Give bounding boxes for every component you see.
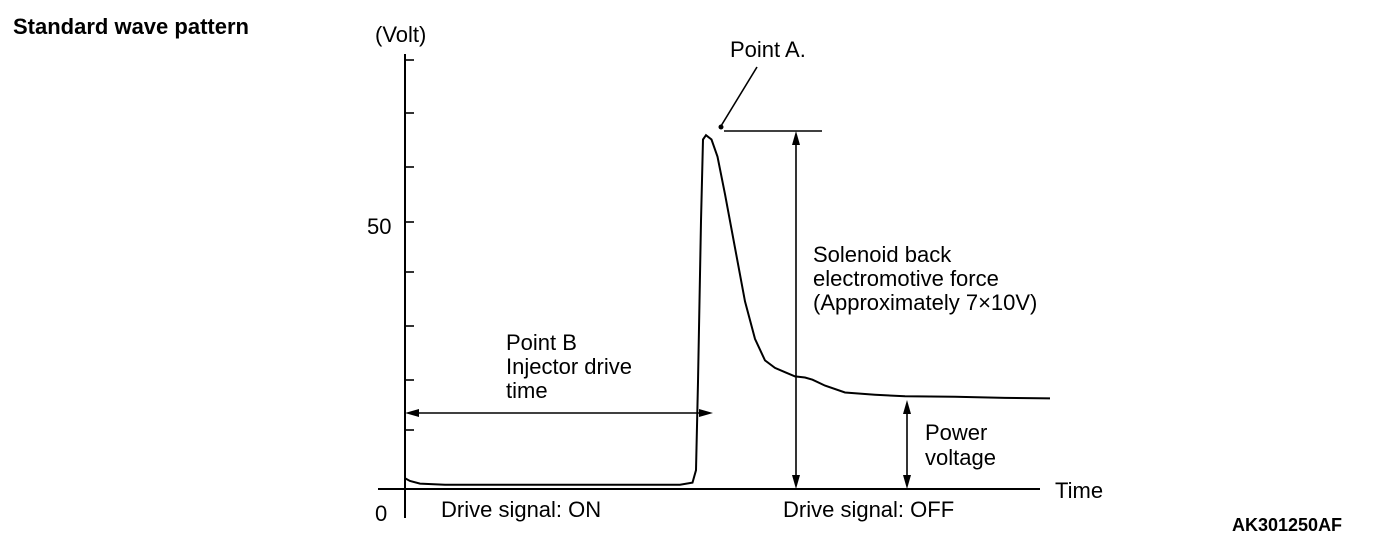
point-a-leader (720, 66, 758, 127)
arrow-up-head (792, 131, 800, 145)
arrow-down-head (792, 475, 800, 489)
y-tick-label-0: 0 (375, 501, 387, 526)
drive-signal-on-label: Drive signal: ON (441, 497, 601, 522)
back-emf-label-2: electromotive force (813, 266, 999, 291)
arrow-up-head (903, 400, 911, 414)
page-title: Standard wave pattern (13, 14, 249, 39)
point-b-label-1: Point B (506, 330, 577, 355)
drive-signal-off-label: Drive signal: OFF (783, 497, 954, 522)
figure-code: AK301250AF (1232, 515, 1342, 535)
back-emf-label-1: Solenoid back (813, 242, 952, 267)
y-minor-ticks (405, 59, 414, 431)
power-voltage-label-1: Power (925, 420, 987, 445)
arrow-right-head (699, 409, 713, 417)
power-voltage-label-2: voltage (925, 445, 996, 470)
arrow-left-head (405, 409, 419, 417)
y-axis-label: (Volt) (375, 22, 426, 47)
point-b-label-3: time (506, 378, 548, 403)
arrow-down-head (903, 475, 911, 489)
point-a-marker (718, 124, 724, 130)
back-emf-label-3: (Approximately 7×10V) (813, 290, 1037, 315)
point-a-label: Point A. (730, 37, 806, 62)
waveform-line (404, 133, 1051, 486)
x-axis-label: Time (1055, 478, 1103, 503)
point-b-label-2: Injector drive (506, 354, 632, 379)
y-tick-label-50: 50 (367, 214, 391, 239)
